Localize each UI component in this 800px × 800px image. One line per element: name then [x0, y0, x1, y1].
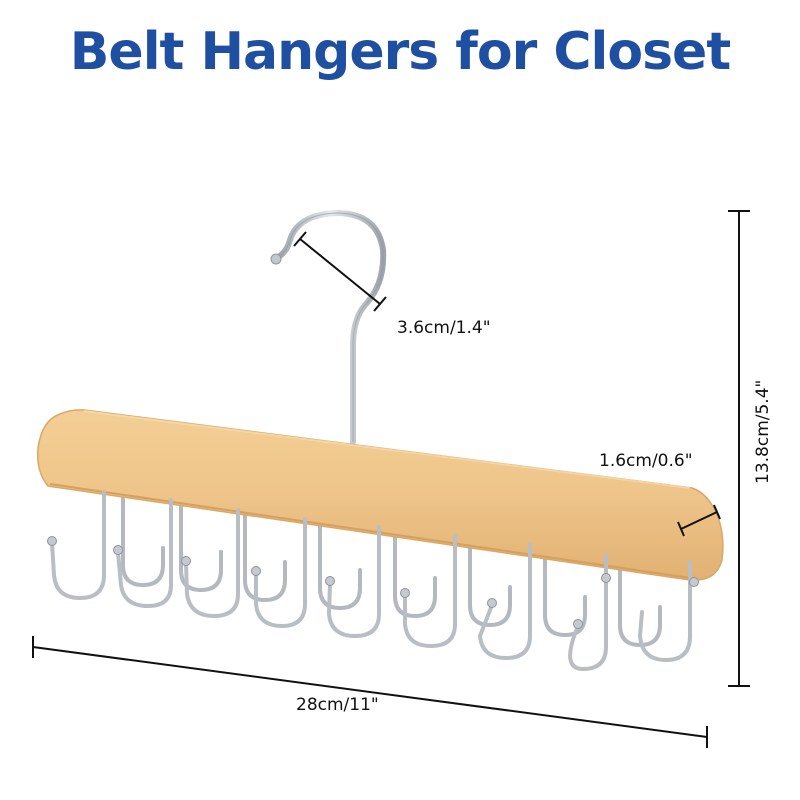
hook: [477, 543, 532, 661]
front-hooks: [50, 490, 692, 672]
hook: [403, 534, 457, 649]
height-dimension: [728, 210, 750, 687]
hook: [254, 517, 307, 629]
hook: [393, 528, 437, 619]
hook-opening-label: 3.6cm/1.4": [397, 318, 491, 338]
hook: [243, 513, 287, 603]
hanger-hook: [274, 209, 387, 445]
hook: [326, 525, 381, 639]
width-label: 28cm/11": [296, 695, 379, 715]
height-label: 13.8cm/5.4": [753, 380, 773, 484]
page-title: Belt Hangers for Closet: [69, 22, 731, 82]
hook: [543, 544, 587, 638]
hook-tips: [47, 536, 699, 629]
hook: [116, 498, 173, 609]
hook: [318, 520, 362, 611]
back-hooks: [121, 496, 662, 648]
hook: [50, 490, 106, 601]
bar-thickness-dimension: [677, 504, 721, 537]
width-dimension: [32, 636, 708, 748]
hook: [121, 496, 165, 588]
hook: [179, 504, 223, 593]
hook: [468, 536, 512, 628]
hanger-tip: [270, 253, 282, 265]
bar-thickness-label: 1.6cm/0.6": [599, 451, 693, 471]
hook: [637, 560, 692, 663]
hook: [184, 508, 240, 619]
hook: [568, 553, 608, 672]
hook-opening-dimension: [293, 231, 387, 312]
